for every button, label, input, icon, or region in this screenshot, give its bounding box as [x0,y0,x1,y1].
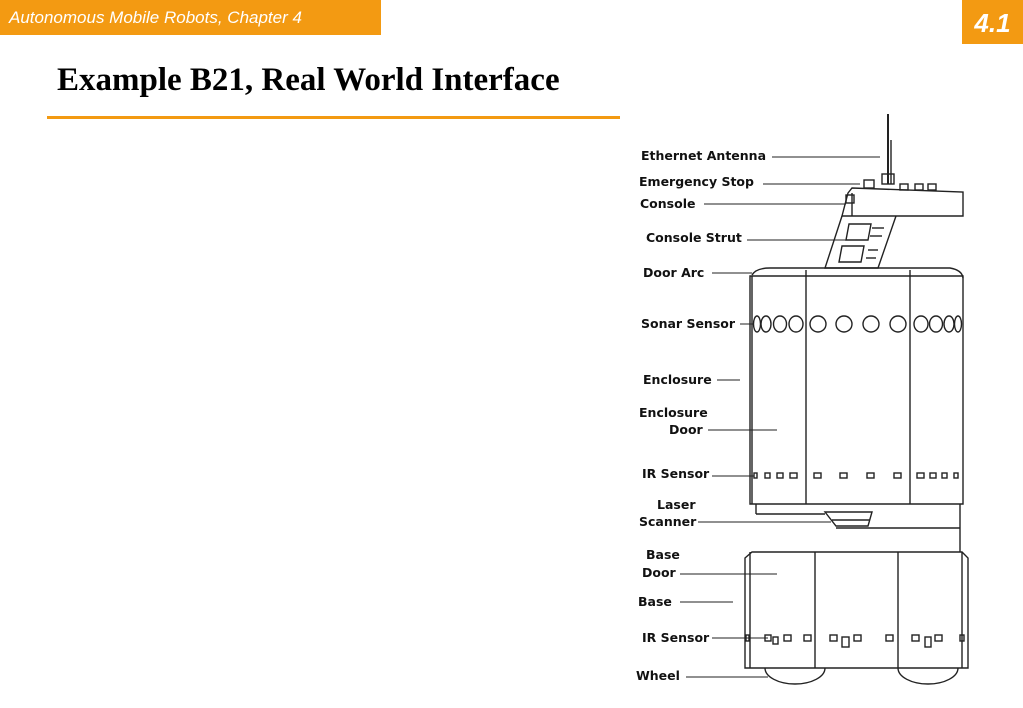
label-base-door-line1: Base [646,547,680,562]
label-door-arc: Door Arc [643,265,704,280]
enclosure-drawing [749,267,964,505]
label-ir-sensor-lower: IR Sensor [642,630,710,645]
chapter-header: Autonomous Mobile Robots, Chapter 4 [0,0,381,35]
diagram-labels: Ethernet Antenna Emergency Stop Console … [636,148,766,683]
label-ethernet-antenna: Ethernet Antenna [641,148,766,163]
title-underline [47,116,620,119]
base-drawing [744,551,969,669]
console-strut-drawing [824,215,897,269]
leader-lines [680,156,880,678]
label-console: Console [640,196,695,211]
robot-diagram: Ethernet Antenna Emergency Stop Console … [636,114,969,685]
ir-sensors-lower-drawing [745,634,965,648]
label-laser-scanner-line1: Laser [657,497,696,512]
label-console-strut: Console Strut [646,230,742,245]
slide-title: Example B21, Real World Interface [57,62,560,98]
wheels-drawing [764,667,959,685]
label-base: Base [638,594,672,609]
sonar-sensors-drawing [752,315,963,333]
label-wheel: Wheel [636,668,680,683]
label-sonar-sensor: Sonar Sensor [641,316,736,331]
laser-scanner-drawing [755,504,961,552]
label-enclosure-door-line1: Enclosure [639,405,708,420]
label-enclosure-door-line2: Door [669,422,704,437]
ir-sensors-upper-drawing [753,472,959,479]
label-laser-scanner-line2: Scanner [639,514,697,529]
ethernet-antenna-drawing [881,114,895,185]
label-enclosure: Enclosure [643,372,712,387]
label-ir-sensor-upper: IR Sensor [642,466,710,481]
label-base-door-line2: Door [642,565,677,580]
label-emergency-stop: Emergency Stop [639,174,754,189]
slide-number: 4.1 [962,0,1023,44]
console-drawing [841,179,964,217]
